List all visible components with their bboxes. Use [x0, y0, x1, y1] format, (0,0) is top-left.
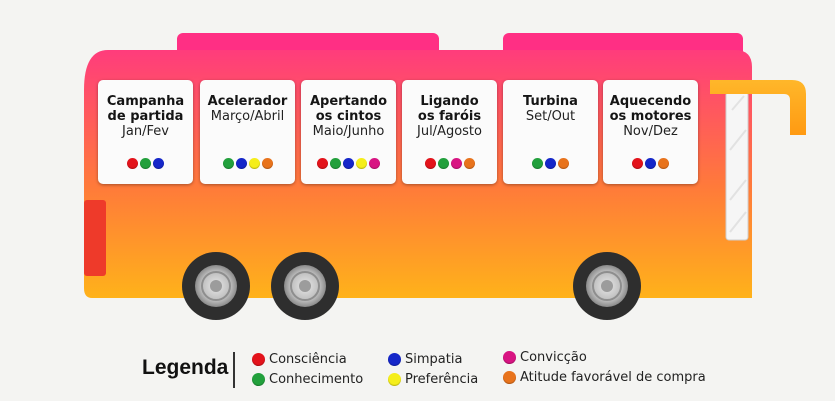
consciencia-dot — [252, 353, 265, 366]
stage-dots — [402, 158, 497, 169]
wheel-1 — [182, 252, 250, 320]
stage-period: Set/Out — [525, 109, 576, 124]
consciencia-dot — [127, 158, 138, 169]
legend-label: Conhecimento — [269, 372, 364, 387]
simpatia-dot — [545, 158, 556, 169]
stage-title: Apertando os cintos — [309, 94, 388, 124]
preferencia-dot — [248, 158, 260, 169]
conhecimento-dot — [140, 158, 151, 169]
legend-item: Consciência — [252, 352, 347, 367]
side-mirror — [710, 80, 806, 135]
simpatia-dot — [388, 353, 401, 366]
conviccao-dot — [450, 158, 462, 169]
stage-period: Maio/Junho — [312, 124, 385, 139]
rear-light — [84, 200, 106, 276]
legend-item: Preferência — [388, 372, 478, 387]
conhecimento-dot — [437, 158, 449, 169]
windshield — [725, 91, 749, 241]
preferencia-dot — [388, 373, 401, 386]
legend-label: Preferência — [405, 372, 479, 387]
stage-period: Jul/Agosto — [417, 124, 482, 139]
stage-title: Acelerador — [207, 94, 288, 109]
simpatia-dot — [235, 158, 247, 169]
legend-label: Consciência — [269, 352, 347, 367]
stage-dots — [503, 158, 598, 169]
legend-title: Legenda — [142, 356, 229, 379]
conhecimento-dot — [532, 158, 543, 169]
conviccao-dot — [369, 158, 380, 169]
legend-divider — [233, 352, 235, 388]
consciencia-dot — [317, 158, 328, 169]
stage-dots — [98, 158, 193, 169]
wheel-3 — [573, 252, 641, 320]
atitude-dot — [658, 158, 669, 169]
simpatia-dot — [343, 158, 354, 169]
simpatia-dot — [153, 158, 164, 169]
preferencia-dot — [356, 158, 367, 169]
legend-label: Atitude favorável de compra — [520, 370, 706, 385]
legend-label: Convicção — [520, 350, 587, 365]
atitude-dot — [558, 158, 569, 169]
conviccao-dot — [503, 351, 516, 364]
conhecimento-dot — [330, 158, 341, 169]
stage-dots — [200, 158, 295, 169]
legend-item: Simpatia — [388, 352, 462, 367]
wheel-2 — [271, 252, 339, 320]
atitude-dot — [503, 371, 516, 384]
stage-title: Turbina — [523, 94, 578, 109]
legend-item: Conhecimento — [252, 372, 363, 387]
stage-period: Jan/Fev — [122, 124, 169, 139]
atitude-dot — [463, 158, 475, 169]
stage-dots — [301, 158, 396, 169]
legend-item: Convicção — [503, 350, 587, 365]
stage-dots — [603, 158, 698, 169]
consciencia-dot — [632, 158, 643, 169]
stage-period: Nov/Dez — [623, 124, 678, 139]
legend-label: Simpatia — [405, 352, 463, 367]
stage-title: Ligando os faróis — [417, 94, 482, 124]
atitude-dot — [261, 158, 273, 169]
legend-item: Atitude favorável de compra — [503, 370, 706, 385]
stage-period: Março/Abril — [210, 109, 285, 124]
conhecimento-dot — [222, 158, 234, 169]
stage-title: Aquecendo os motores — [609, 94, 692, 124]
stage-title: Campanha de partida — [106, 94, 185, 124]
consciencia-dot — [424, 158, 436, 169]
conhecimento-dot — [252, 373, 265, 386]
simpatia-dot — [645, 158, 656, 169]
